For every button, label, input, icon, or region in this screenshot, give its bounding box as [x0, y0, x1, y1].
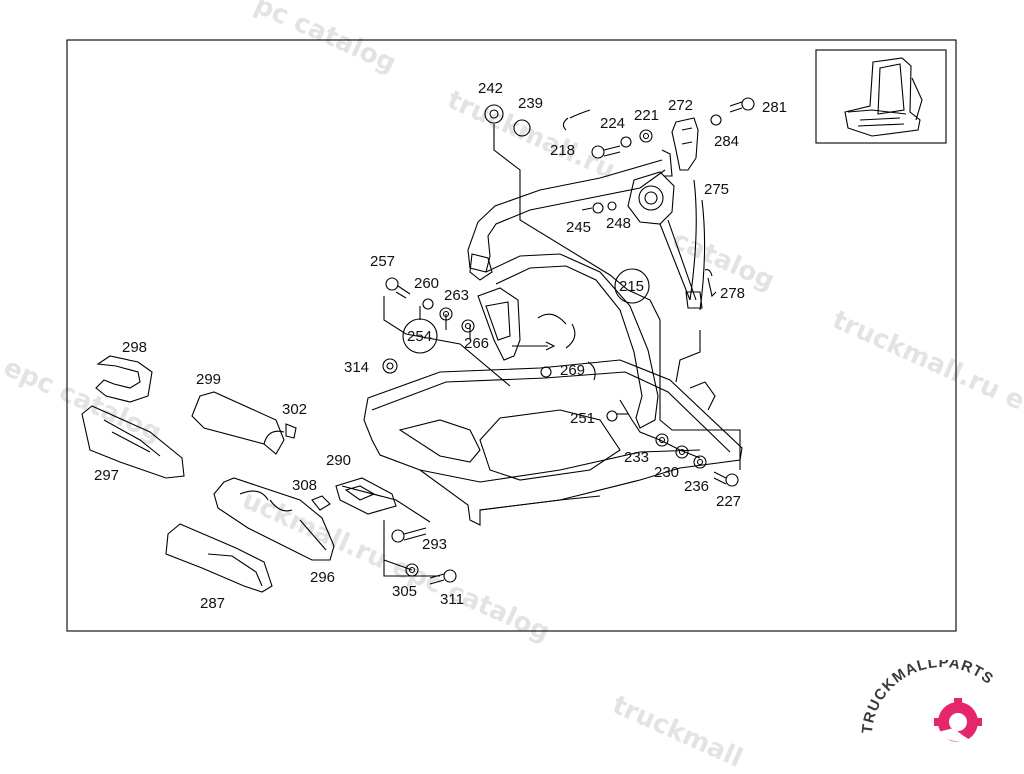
callout-302: 302 [282, 401, 307, 418]
callout-242: 242 [478, 80, 503, 97]
cap-242 [484, 104, 504, 124]
screw-293 [391, 527, 427, 543]
bolt-218 [591, 145, 621, 159]
callout-269: 269 [560, 362, 585, 379]
washer-248 [607, 201, 617, 211]
belt-guide-272 [671, 117, 699, 171]
seat-base-frame [363, 330, 743, 526]
washer-230 [675, 445, 689, 459]
truckmallparts-logo: TRUCKMALLPARTS [859, 660, 996, 743]
gear-icon [934, 698, 982, 743]
callout-236: 236 [684, 478, 709, 495]
cable-275 [689, 179, 706, 311]
callout-305: 305 [392, 583, 417, 600]
airbag-296 [213, 477, 335, 561]
bolt-227 [713, 471, 739, 487]
callout-215: 215 [619, 278, 644, 295]
callout-circle-254 [402, 318, 438, 354]
washer-305 [405, 563, 419, 577]
washer-284 [710, 114, 722, 126]
callout-298: 298 [122, 339, 147, 356]
nut-308 [311, 495, 331, 511]
cover-298 [95, 355, 153, 403]
bracket-290 [335, 477, 397, 515]
callout-266: 266 [464, 335, 489, 352]
callout-labels: 242 239 224 221 272 281 218 284 275 245 … [94, 80, 787, 612]
buckle-assembly [477, 287, 576, 361]
washer-266 [461, 319, 475, 333]
clip-278 [704, 269, 717, 298]
callout-248: 248 [606, 215, 631, 232]
washer-221 [639, 129, 653, 143]
callout-281: 281 [762, 99, 787, 116]
callout-308: 308 [292, 477, 317, 494]
callout-221: 221 [634, 107, 659, 124]
airbag-287 [165, 523, 273, 593]
bolt-257 [385, 277, 411, 299]
leader-lines [341, 109, 741, 577]
trim-297 [81, 405, 185, 479]
callout-233: 233 [624, 449, 649, 466]
clip-302 [285, 423, 297, 439]
callout-311: 311 [440, 591, 464, 608]
callout-251: 251 [570, 410, 595, 427]
callout-227: 227 [716, 493, 741, 510]
callout-293: 293 [422, 536, 447, 553]
wire-269 [587, 361, 596, 381]
callout-290: 290 [326, 452, 351, 469]
callout-218: 218 [550, 142, 575, 159]
seat-belt-strap [467, 159, 666, 429]
callout-230: 230 [654, 464, 679, 481]
nut-269 [540, 366, 552, 378]
callout-245: 245 [566, 219, 591, 236]
callout-299: 299 [196, 371, 221, 388]
callout-272: 272 [668, 97, 693, 114]
cover-299 [191, 391, 285, 455]
callout-296: 296 [310, 569, 335, 586]
nut-314 [382, 358, 398, 374]
inset-frame [815, 49, 947, 144]
callout-284: 284 [714, 133, 739, 150]
bolt-281 [729, 97, 755, 113]
washer-236 [693, 455, 707, 469]
cover-239 [513, 119, 531, 137]
callout-287: 287 [200, 595, 225, 612]
callout-278: 278 [720, 285, 745, 302]
seat-thumbnail [844, 57, 923, 137]
bolt-251 [606, 410, 628, 422]
bolt-245 [581, 202, 604, 214]
callout-254: 254 [407, 328, 432, 345]
screw-311 [429, 569, 457, 585]
callout-239: 239 [518, 95, 543, 112]
callout-260: 260 [414, 275, 439, 292]
callout-297: 297 [94, 467, 119, 484]
washer-263 [439, 307, 453, 321]
callout-275: 275 [704, 181, 729, 198]
callout-263: 263 [444, 287, 469, 304]
washer-260 [422, 298, 434, 310]
callout-circle-215 [614, 268, 650, 304]
parts-diagram: 242 239 224 221 272 281 218 284 275 245 … [66, 39, 957, 632]
diagram-frame [66, 39, 957, 632]
washer-233 [655, 433, 669, 447]
washer-224 [620, 136, 632, 148]
callout-224: 224 [600, 115, 625, 132]
callout-314: 314 [344, 359, 369, 376]
callout-257: 257 [370, 253, 395, 270]
